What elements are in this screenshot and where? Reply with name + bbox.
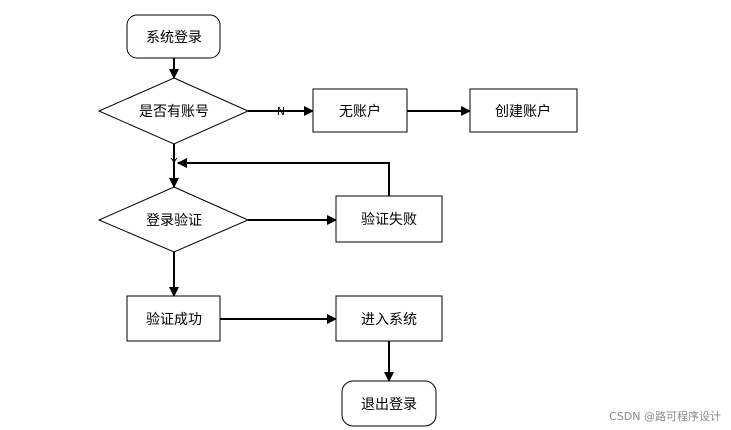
node-enter-system: 进入系统	[335, 295, 443, 342]
node-logout-label: 退出登录	[361, 397, 417, 413]
node-has-account-label: 是否有账号	[139, 104, 209, 120]
edge-label-yes: Y	[170, 156, 178, 169]
node-verify: 登录验证	[97, 186, 250, 253]
node-enter-system-label: 进入系统	[361, 312, 417, 328]
node-verify-fail-label: 验证失败	[361, 212, 417, 228]
node-logout: 退出登录	[341, 380, 437, 427]
node-create-account-label: 创建账户	[495, 103, 551, 120]
node-verify-fail: 验证失败	[335, 195, 443, 243]
node-create-account: 创建账户	[469, 88, 578, 133]
node-no-account-label: 无账户	[339, 103, 381, 120]
node-login-label: 系统登录	[146, 30, 202, 46]
edge-label-no: N	[277, 105, 285, 118]
node-verify-success-label: 验证成功	[146, 312, 202, 328]
edges	[169, 58, 471, 382]
node-login: 系统登录	[126, 14, 221, 59]
watermark: CSDN @路可程序设计	[609, 410, 721, 423]
node-verify-label: 登录验证	[146, 213, 202, 229]
node-has-account: 是否有账号	[97, 77, 250, 145]
edge-fail-loop-back	[177, 158, 390, 196]
node-no-account: 无账户	[312, 88, 408, 133]
node-verify-success: 验证成功	[126, 295, 221, 342]
